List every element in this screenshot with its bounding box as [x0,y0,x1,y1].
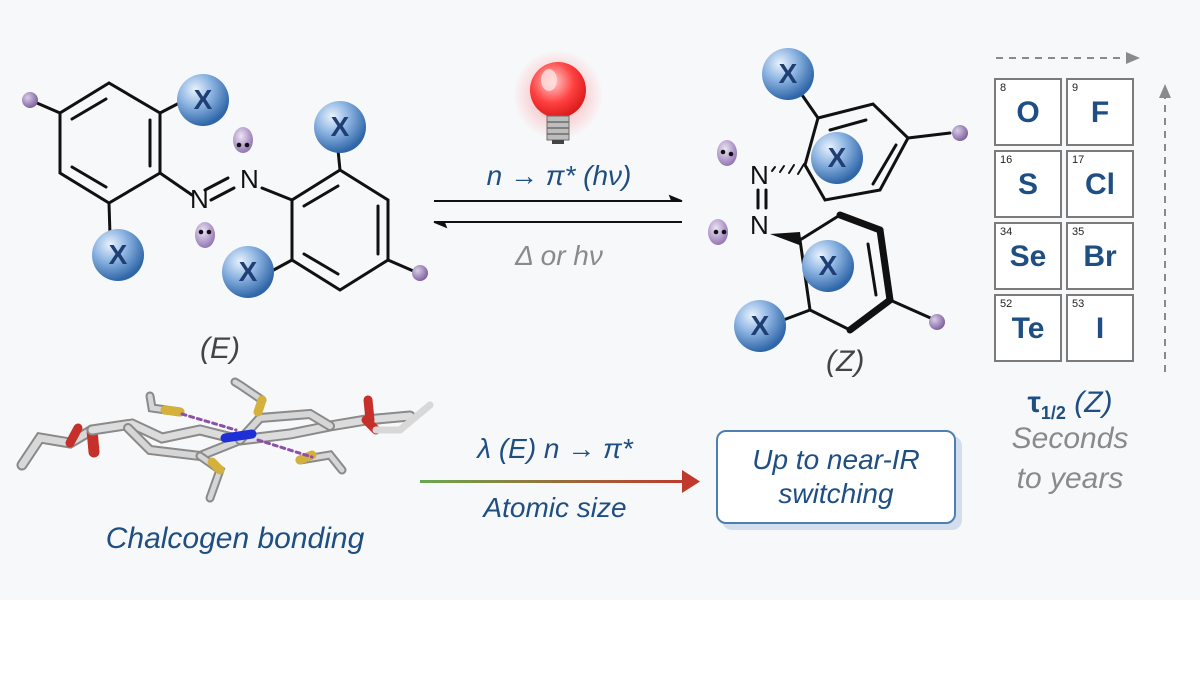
element-symbol: Br [1083,240,1117,273]
gradient-arrow-shaft [420,480,686,483]
half-life-label: τ1/2 (Z) [1000,386,1140,424]
atomic-number: 53 [1072,298,1085,310]
e-isomer-label: (E) [200,332,240,365]
wedge-bond [770,232,802,246]
atomic-number: 16 [1000,154,1013,166]
atomic-number: 8 [1000,82,1007,94]
chalcogen-bonding-label: Chalcogen bonding [105,522,365,555]
x-sphere [762,48,814,100]
n-atom-label: N [190,184,209,214]
atomic-number: 35 [1072,226,1085,238]
equilibrium-arrows [433,194,683,229]
seconds-label: Seconds [1011,422,1129,455]
lone-pair [717,140,737,166]
element-symbol: F [1090,96,1110,129]
tau-symbol: τ [1027,386,1041,419]
x-sphere [222,246,274,298]
x-sphere [802,240,854,292]
atomic-number: 34 [1000,226,1013,238]
x-label: X [778,58,798,89]
element-symbol: S [1017,168,1038,201]
z-isomer-label: (Z) [826,345,865,378]
gradient-arrow-head [682,470,700,493]
x-label: X [750,310,770,341]
near-ir-callout: Up to near-IR switching [716,430,956,524]
substituent-dot [952,125,968,141]
x-label: X [193,84,213,115]
element-symbol: O [1016,96,1040,129]
callout-line: switching [778,478,894,509]
scheme-graphics [16,48,1171,503]
element-symbol: I [1095,312,1105,345]
substituent-dot [412,265,428,281]
atomic-number: 9 [1072,82,1079,94]
x-label: X [330,111,350,142]
x-sphere [92,229,144,281]
n-atom-label: N [750,160,769,190]
n-atom-label: N [750,210,769,240]
x-label: X [818,250,838,281]
reverse-reaction-label: Δ or hν [515,240,603,271]
x-sphere [734,300,786,352]
x-sphere [314,101,366,153]
x-label: X [238,256,258,287]
chalcogen-molecule-model [16,377,434,503]
lone-pair [195,222,215,248]
z-isomer-structure [756,90,952,334]
atomic-number: 17 [1072,154,1085,166]
callout-line: Up to near-IR [752,444,920,475]
wavelength-label: λ (E) n → π* [477,433,633,464]
light-bulb-icon [513,50,603,144]
element-symbol: Se [1009,240,1047,273]
substituent-dot [929,314,945,330]
x-label: X [108,239,128,270]
atomic-size-label: Atomic size [483,492,627,523]
forward-reaction-label: n → π* (hν) [486,160,632,191]
lone-pair [233,127,253,153]
e-isomer-structure [28,81,420,292]
atomic-number: 52 [1000,298,1013,310]
tau-isomer: (Z) [1074,386,1113,419]
tau-subscript: 1/2 [1040,403,1066,423]
n-atom-label: N [240,164,259,194]
x-sphere [811,132,863,184]
x-label: X [827,142,847,173]
to-years-label: to years [1016,462,1124,495]
x-sphere [177,74,229,126]
element-symbol: Cl [1085,168,1115,201]
substituent-dot [22,92,38,108]
element-symbol: Te [1011,312,1045,345]
